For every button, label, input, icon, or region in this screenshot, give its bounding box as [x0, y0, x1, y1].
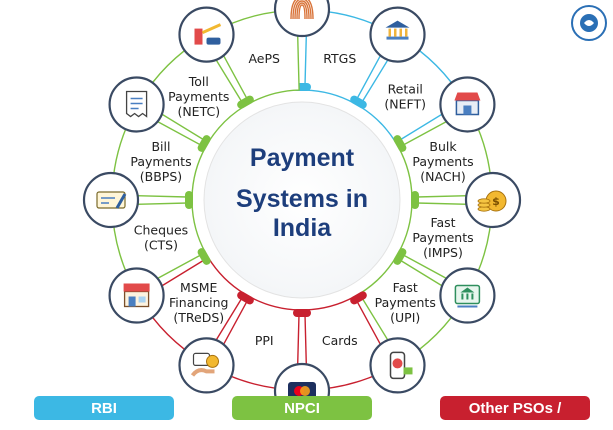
shop-icon — [108, 267, 165, 324]
svg-text:$: $ — [492, 195, 500, 208]
connector-pill — [350, 291, 367, 305]
connector-pill — [393, 135, 407, 152]
segment-label: Retail(NEFT) — [384, 81, 426, 111]
center-circle — [203, 101, 401, 299]
money-bag-icon: $ — [464, 171, 522, 229]
connector-pill — [350, 95, 367, 109]
connector-pill — [197, 248, 211, 265]
connector-pill — [411, 191, 419, 209]
connector-pill — [393, 248, 407, 265]
connector-pill — [237, 291, 254, 305]
bank-transfer-icon — [439, 267, 496, 324]
segment-label: RTGS — [323, 51, 356, 66]
fingerprint-icon — [273, 0, 331, 38]
corner-logo — [571, 5, 607, 41]
segment-label: AePS — [248, 51, 280, 66]
segment-label: Cards — [322, 333, 358, 348]
toll-gate-icon — [178, 6, 235, 63]
segment-label: Cheques(CTS) — [134, 222, 188, 252]
connector-pill — [237, 95, 254, 109]
legend-npci: NPCI — [232, 396, 372, 420]
store-icon — [439, 76, 496, 133]
bill-icon — [108, 76, 165, 133]
connector-pill — [185, 191, 193, 209]
legend-other-psos: Other PSOs / — [440, 396, 590, 420]
cheque-icon — [82, 171, 140, 229]
bank-icon — [369, 6, 426, 63]
phone-payment-icon — [369, 337, 426, 394]
connector-pill — [293, 309, 311, 317]
connector-pill — [197, 135, 211, 152]
segment-label: PPI — [255, 333, 274, 348]
pay-coins-icon — [178, 337, 235, 394]
segment-retail-neft: Retail(NEFT) — [350, 37, 465, 144]
legend-rbi: RBI — [34, 396, 174, 420]
